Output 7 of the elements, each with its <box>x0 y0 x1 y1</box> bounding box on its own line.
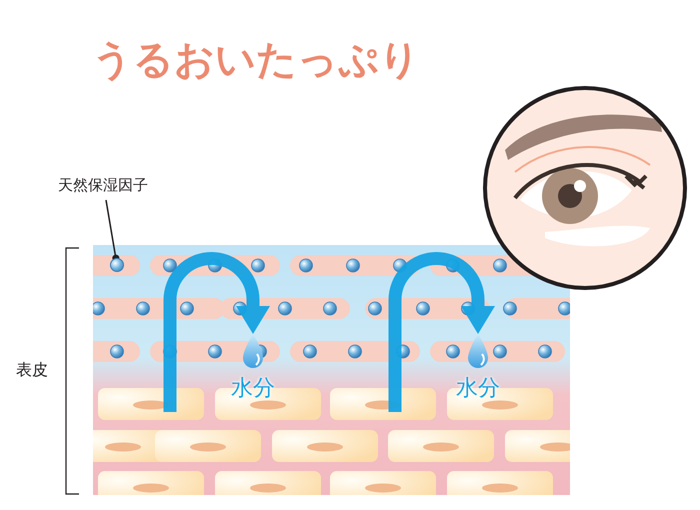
curved-arrow <box>164 252 270 412</box>
title: うるおいたっぷり <box>92 40 420 80</box>
water-label: 水分 <box>231 378 275 400</box>
layer-label: 表皮 <box>16 359 48 381</box>
callout-text: 天然保湿因子 <box>58 174 148 196</box>
curved-arrow <box>388 252 495 412</box>
water-label: 水分 <box>456 378 500 400</box>
